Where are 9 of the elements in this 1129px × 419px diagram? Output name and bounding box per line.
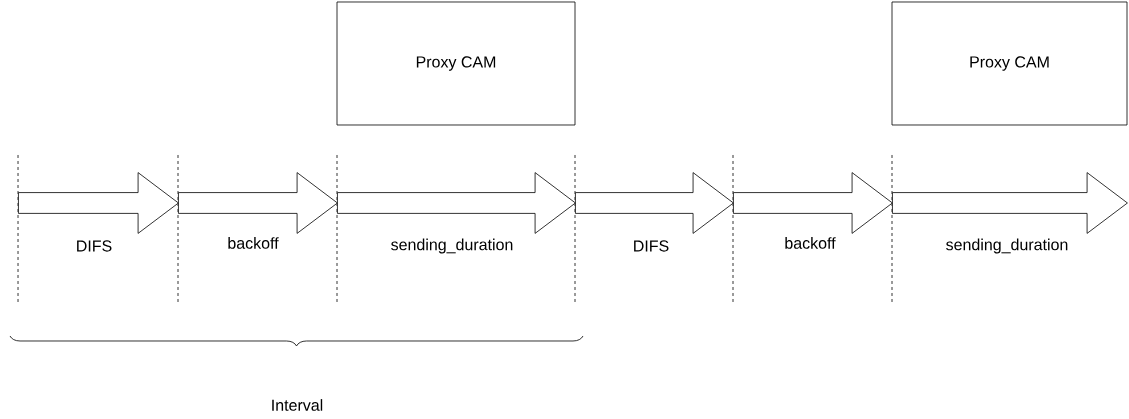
duration-label: backoff [785, 237, 836, 249]
duration-label: backoff [228, 237, 279, 249]
duration-label: sending_duration [391, 238, 513, 254]
duration-label: sending_duration [946, 238, 1068, 254]
interval-label: Interval [272, 399, 323, 411]
duration-label: DIFS [77, 240, 112, 252]
message-box: Proxy CAM [336, 1, 576, 126]
message-box: Proxy CAM [891, 1, 1128, 126]
duration-label: DIFS [634, 240, 669, 252]
